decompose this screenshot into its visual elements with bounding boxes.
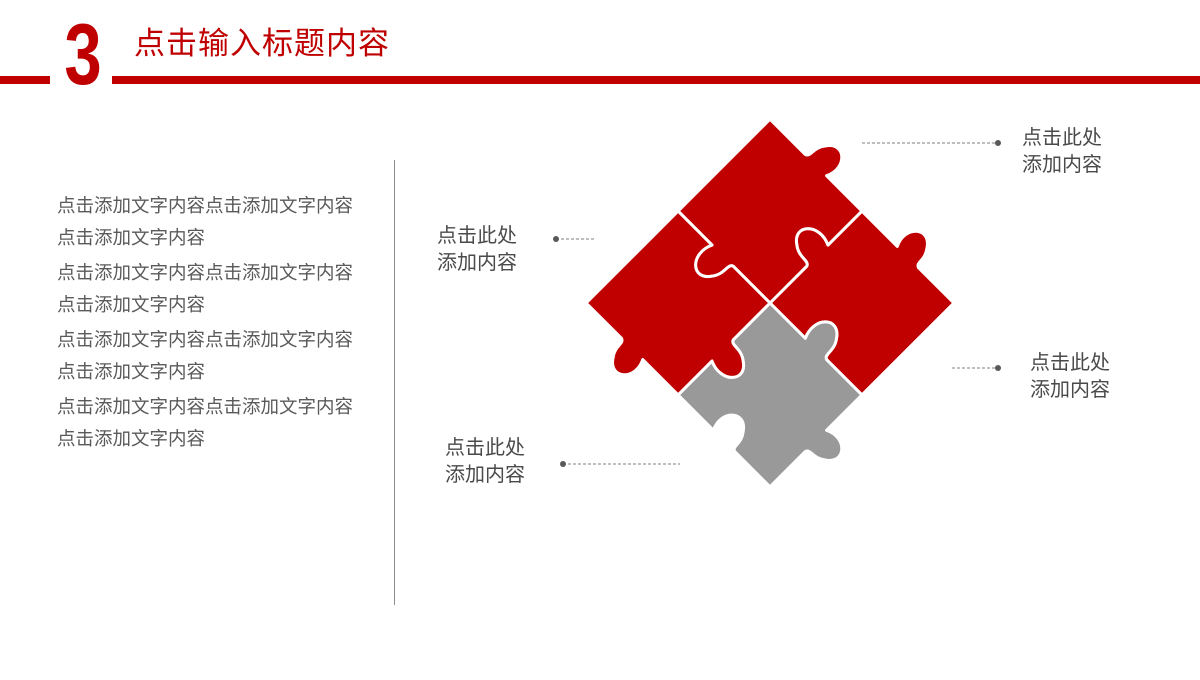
callout-bottom-left-line2: 添加内容 — [445, 462, 525, 486]
callout-top-right-line2: 添加内容 — [1022, 152, 1102, 176]
callout-bottom-left-line1: 点击此处 — [445, 435, 525, 459]
callout-left-line2: 添加内容 — [437, 250, 517, 274]
callout-left-line1: 点击此处 — [437, 223, 517, 247]
header-rule-left — [0, 76, 50, 84]
text-paragraph-2[interactable]: 点击添加文字内容点击添加文字内容点击添加文字内容 — [57, 263, 354, 316]
callout-top-right[interactable]: 点击此处 添加内容 — [1022, 124, 1132, 178]
callout-right-line1: 点击此处 — [1030, 350, 1110, 374]
leader-lines — [553, 140, 1001, 467]
callout-left[interactable]: 点击此处 添加内容 — [437, 222, 547, 276]
section-number: 3 — [64, 7, 102, 103]
callout-bottom-left[interactable]: 点击此处 添加内容 — [445, 434, 555, 488]
leader-dot-bottom-left — [560, 461, 566, 467]
leader-dot-top-right — [995, 140, 1001, 146]
slide-title[interactable]: 点击输入标题内容 — [134, 26, 390, 62]
text-block: 点击添加文字内容点击添加文字内容点击添加文字内容 点击添加文字内容点击添加文字内… — [57, 191, 357, 459]
callout-top-right-line1: 点击此处 — [1022, 125, 1102, 149]
callout-right-line2: 添加内容 — [1030, 377, 1110, 401]
header-rule-right — [112, 76, 1200, 84]
text-paragraph-1[interactable]: 点击添加文字内容点击添加文字内容点击添加文字内容 — [57, 196, 354, 249]
text-paragraph-3[interactable]: 点击添加文字内容点击添加文字内容点击添加文字内容 — [57, 330, 354, 383]
text-paragraph-4[interactable]: 点击添加文字内容点击添加文字内容点击添加文字内容 — [57, 397, 354, 450]
leader-dot-left — [553, 236, 559, 242]
vertical-divider — [394, 160, 395, 605]
leader-dot-right — [995, 365, 1001, 371]
callout-right[interactable]: 点击此处 添加内容 — [1030, 349, 1140, 403]
puzzle-piece-bottom[interactable] — [567, 209, 791, 435]
